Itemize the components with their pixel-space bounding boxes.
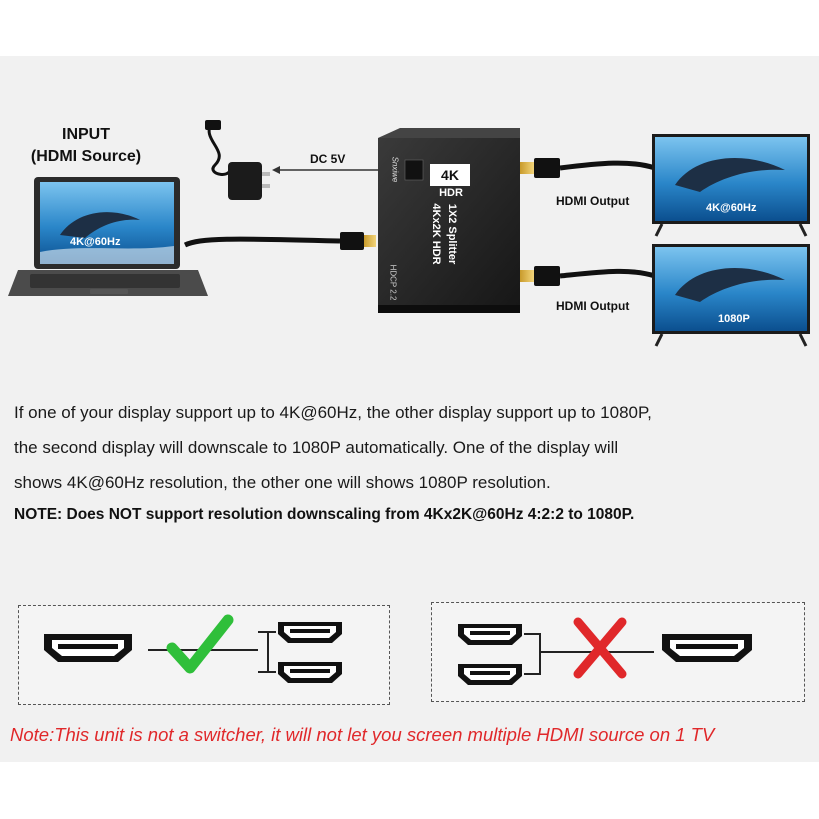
device-hdr-label: HDR <box>439 187 463 199</box>
connection-diagram <box>8 120 810 347</box>
dolphin-icon <box>675 268 785 302</box>
hdmi-port-icon <box>278 662 342 683</box>
hdmi-cable-output-1 <box>559 160 656 171</box>
tv-top-screen-text: 4K@60Hz <box>706 202 757 214</box>
power-label: DC 5V <box>310 152 346 166</box>
hdmi-port-icon <box>458 664 522 685</box>
laptop <box>8 177 208 296</box>
tv-bottom <box>652 244 810 347</box>
hdmi-port-icon <box>44 634 132 662</box>
device-brand-logo: Snxiwe <box>390 156 400 183</box>
description-text: If one of your display support up to 4K@… <box>14 403 652 492</box>
note-text: NOTE: Does NOT support resolution downsc… <box>14 506 635 523</box>
device-4k-badge: 4K <box>430 164 470 186</box>
hdmi-cable-input <box>183 236 341 248</box>
input-label: INPUT (HDMI Source) <box>30 126 142 165</box>
tv-top <box>652 134 810 237</box>
output-label-top: HDMI Output <box>556 194 630 208</box>
laptop-screen-text: 4K@60Hz <box>70 236 121 248</box>
check-icon <box>166 614 234 674</box>
output-label-bottom: HDMI Output <box>556 299 630 313</box>
hdmi-cable-output-2 <box>559 268 656 279</box>
footer-note: Note:This unit is not a switcher, it wil… <box>10 724 715 745</box>
device-hdcp-label: HDCP 2.2 <box>388 264 398 301</box>
hdmi-port-icon <box>662 634 752 662</box>
splitter-device <box>378 128 520 313</box>
dolphin-icon <box>60 212 140 238</box>
device-model-line1: 1X2 Splitter <box>446 203 458 265</box>
power-adapter <box>205 120 270 200</box>
device-model-line2: 4Kx2K HDR <box>430 203 442 265</box>
hdmi-port-icon <box>458 624 522 645</box>
dolphin-icon <box>675 158 785 192</box>
hdmi-illustrations <box>44 614 752 685</box>
tv-bottom-screen-text: 1080P <box>718 313 750 325</box>
hdmi-port-icon <box>278 622 342 643</box>
cross-icon <box>573 617 627 679</box>
